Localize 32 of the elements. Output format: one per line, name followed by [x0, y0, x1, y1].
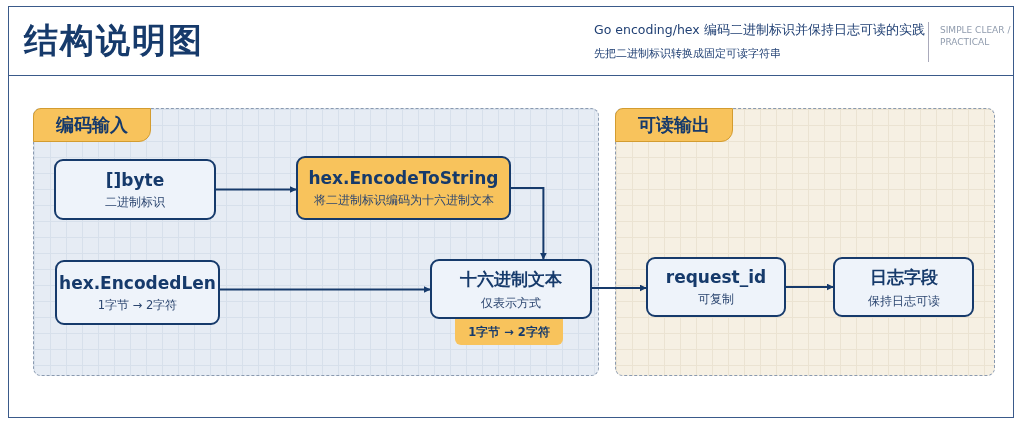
arrow — [215, 186, 297, 193]
node-title: hex.EncodeToString — [308, 168, 499, 188]
node-title: 十六进制文本 — [460, 267, 562, 291]
diagram-title: 结构说明图 — [24, 19, 204, 62]
group-heading: 编码输入 — [33, 108, 151, 142]
node-subtitle: 可复制 — [698, 292, 734, 307]
subtitle: 先把二进制标识转换成固定可读字符串 — [594, 46, 781, 61]
note-badge: 1字节 → 2字符 — [455, 319, 563, 345]
node-subtitle: 1字节 → 2字符 — [97, 297, 178, 313]
node-subtitle: 二进制标识 — [105, 194, 165, 210]
node-subtitle: 将二进制标识编码为十六进制文本 — [313, 193, 494, 208]
node-title: []byte — [105, 169, 165, 190]
process-box — [430, 259, 592, 319]
process-box — [54, 159, 216, 220]
tagline: SIMPLE CLEAR / PRACTICAL — [940, 24, 1012, 48]
process-box — [55, 260, 220, 325]
node-title: hex.EncodedLen — [59, 272, 216, 293]
node-title: 日志字段 — [869, 265, 938, 289]
subtitle: Go encoding/hex 编码二进制标识并保持日志可读的实践 — [594, 22, 925, 39]
arrow — [591, 284, 647, 292]
node-subtitle: 保持日志可读 — [867, 293, 940, 309]
arrow — [510, 187, 547, 260]
node-title: request_id — [665, 267, 767, 287]
process-box — [646, 257, 786, 317]
node-subtitle: 仅表示方式 — [481, 295, 541, 311]
group-heading: 可读输出 — [615, 108, 733, 142]
arrow — [219, 286, 431, 293]
highlight-box — [296, 156, 511, 220]
process-box — [833, 257, 974, 317]
group-panel — [33, 108, 599, 376]
arrow — [785, 283, 834, 291]
group-panel — [615, 108, 995, 376]
